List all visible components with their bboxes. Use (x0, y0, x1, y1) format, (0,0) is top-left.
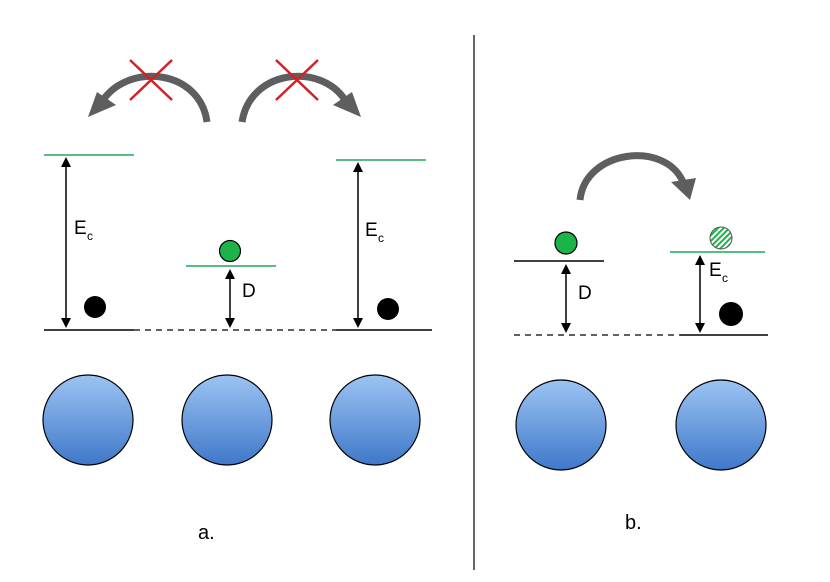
label-d-b: D (578, 283, 592, 304)
panel-a: E c D E c a. (42, 59, 432, 544)
label-ec-b: E (709, 260, 722, 281)
panel-b: D E c b. (514, 152, 768, 534)
label-ec-right-sub: c (378, 231, 384, 245)
electron-black-b (719, 302, 743, 326)
hop-arrow-left-blocked (88, 72, 211, 123)
cross-right-icon (275, 59, 319, 101)
hop-arrow-right-blocked (238, 72, 361, 123)
label-ec-b-sub: c (722, 271, 728, 285)
label-ec-left: E (74, 218, 87, 239)
electron-black-left (84, 296, 106, 318)
cross-left-icon (129, 59, 173, 101)
label-ec-right: E (365, 220, 378, 241)
atom-a-2 (181, 374, 273, 466)
caption-b: b. (625, 512, 642, 534)
atom-a-1 (42, 374, 134, 466)
electron-hatched-b (709, 226, 733, 250)
hop-arrow-allowed (576, 152, 696, 201)
label-ec-left-sub: c (87, 229, 93, 243)
atom-b-2 (675, 379, 767, 471)
label-d-a: D (242, 281, 256, 302)
atom-a-3 (329, 374, 421, 466)
atom-b-1 (515, 379, 607, 471)
caption-a: a. (198, 522, 215, 544)
electron-black-right (377, 298, 399, 320)
electron-green-b (554, 231, 578, 255)
electron-green-donor (218, 239, 242, 263)
